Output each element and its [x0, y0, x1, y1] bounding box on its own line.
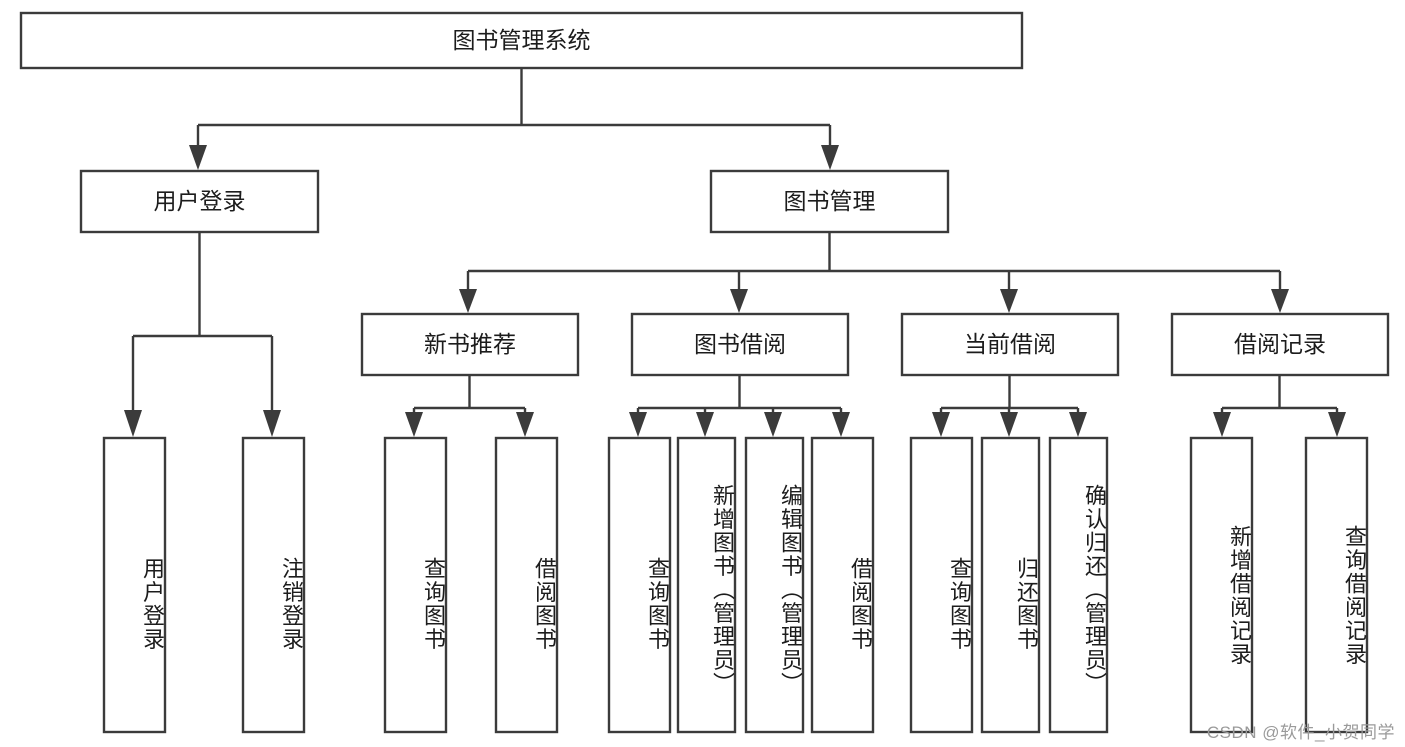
- node-root-box[interactable]: [19, 11, 1024, 70]
- arrow-head-leaf-confirm-return: [1069, 412, 1087, 437]
- node-leaf-borrow-book-2-box[interactable]: [810, 436, 875, 734]
- watermark-text: CSDN @软件_小贺同学: [1206, 723, 1395, 742]
- node-leaf-edit-book-box[interactable]: [744, 436, 805, 734]
- node-leaf-query-book-3-box[interactable]: [909, 436, 974, 734]
- arrow-head-leaf-user-login: [124, 410, 142, 437]
- node-new-book-rec-box[interactable]: [360, 312, 580, 377]
- node-borrow-record-box[interactable]: [1170, 312, 1390, 377]
- node-current-borrow-box[interactable]: [900, 312, 1120, 377]
- arrow-head-book-manage: [821, 145, 839, 170]
- arrow-head-leaf-borrow-book-1: [516, 412, 534, 437]
- arrow-head-leaf-query-book-1: [405, 412, 423, 437]
- arrow-head-user-login: [189, 145, 207, 170]
- arrow-head-leaf-add-record: [1213, 412, 1231, 437]
- node-leaf-add-record-box[interactable]: [1189, 436, 1254, 734]
- arrow-head-leaf-query-book-3: [932, 412, 950, 437]
- node-leaf-query-book-2-box[interactable]: [607, 436, 672, 734]
- arrow-head-borrow-record: [1271, 289, 1289, 313]
- node-leaf-user-login-box[interactable]: [102, 436, 167, 734]
- arrow-head-leaf-query-book-2: [629, 412, 647, 437]
- node-book-manage-box[interactable]: [709, 169, 950, 234]
- arrow-head-current-borrow: [1000, 289, 1018, 313]
- node-leaf-borrow-book-1-box[interactable]: [494, 436, 559, 734]
- node-leaf-query-record-box[interactable]: [1304, 436, 1369, 734]
- node-leaf-logout-box[interactable]: [241, 436, 306, 734]
- node-book-borrow-box[interactable]: [630, 312, 850, 377]
- arrow-head-leaf-add-book: [696, 412, 714, 437]
- arrow-head-leaf-return-book: [1000, 412, 1018, 437]
- arrow-head-leaf-logout: [263, 410, 281, 437]
- arrow-head-new-book-rec: [459, 289, 477, 313]
- node-leaf-add-book-box[interactable]: [676, 436, 737, 734]
- arrow-head-leaf-borrow-book-2: [832, 412, 850, 437]
- arrow-head-leaf-query-record: [1328, 412, 1346, 437]
- arrow-head-book-borrow: [730, 289, 748, 313]
- node-user-login-box[interactable]: [79, 169, 320, 234]
- arrow-head-leaf-edit-book: [764, 412, 782, 437]
- node-leaf-confirm-return-box[interactable]: [1048, 436, 1109, 734]
- node-leaf-return-book-box[interactable]: [980, 436, 1041, 734]
- node-leaf-query-book-1-box[interactable]: [383, 436, 448, 734]
